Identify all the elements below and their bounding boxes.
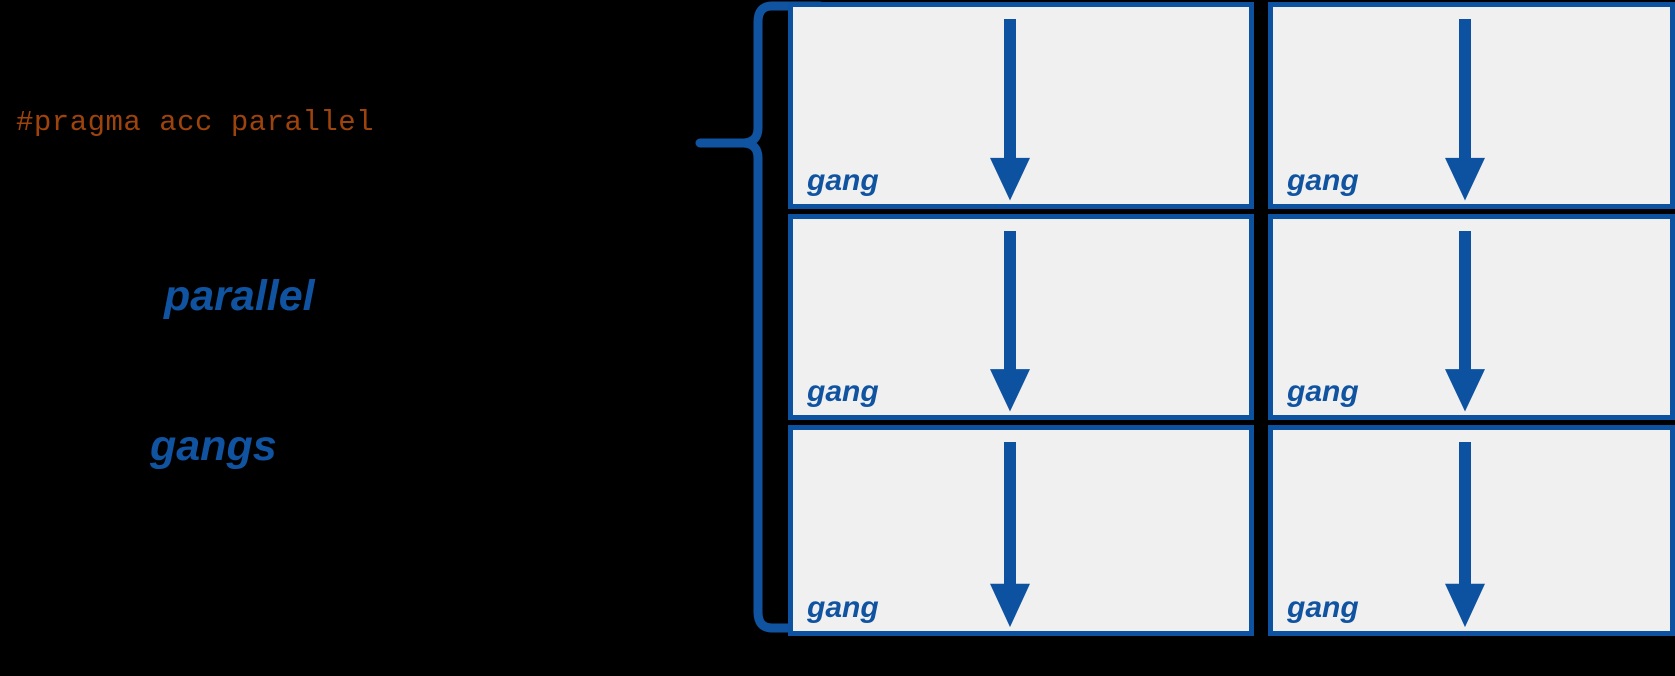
gang-cell[interactable]: gang [788, 214, 1254, 420]
arrow-down-icon [1444, 442, 1485, 628]
gang-grid: gang gang gang gang gang [788, 2, 1675, 636]
arrow-down-icon [1444, 230, 1485, 412]
label-gangs: gangs [150, 422, 277, 470]
gang-cell[interactable]: gang [1268, 2, 1675, 209]
left-curly-brace-icon [695, 1, 825, 633]
gang-label: gang [807, 375, 879, 408]
gang-label: gang [1287, 164, 1359, 197]
arrow-down-icon [1444, 18, 1485, 201]
gang-cell[interactable]: gang [1268, 425, 1675, 636]
pragma-code-text: #pragma acc parallel [16, 106, 375, 139]
gang-cell[interactable]: gang [788, 2, 1254, 209]
gang-label: gang [807, 164, 879, 197]
arrow-down-icon [989, 230, 1030, 412]
label-parallel: parallel [164, 272, 315, 320]
gang-cell[interactable]: gang [1268, 214, 1675, 420]
gang-cell[interactable]: gang [788, 425, 1254, 636]
gang-label: gang [807, 591, 879, 624]
arrow-down-icon [989, 442, 1030, 628]
gang-label: gang [1287, 375, 1359, 408]
arrow-down-icon [989, 18, 1030, 201]
gang-label: gang [1287, 591, 1359, 624]
